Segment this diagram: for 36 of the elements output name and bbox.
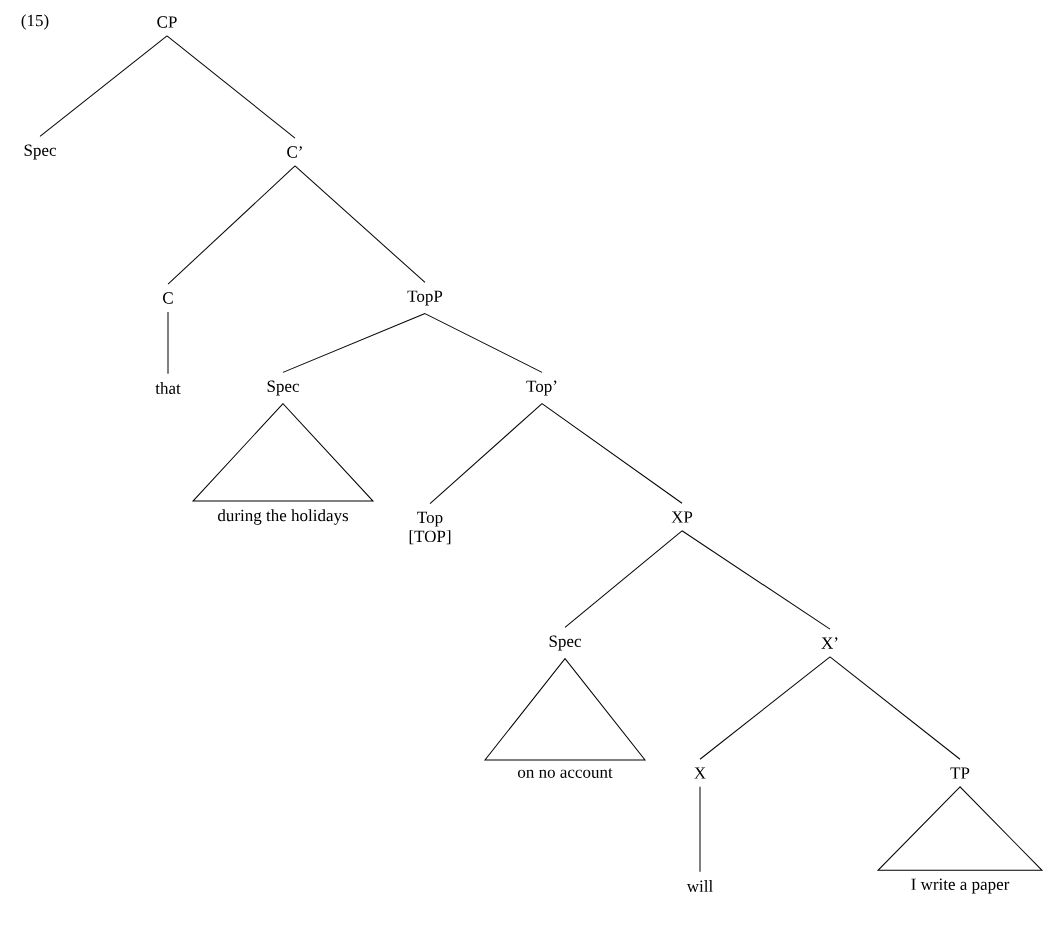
branch-line <box>167 165 296 285</box>
example-number: (15) <box>21 14 49 30</box>
branch-line <box>699 656 831 760</box>
branch-line <box>429 403 543 505</box>
branch-line <box>167 311 169 375</box>
branch-line <box>564 530 683 628</box>
branch-line <box>166 35 296 139</box>
branch-line <box>424 313 543 373</box>
tree-label: during the holidays <box>218 509 349 525</box>
branch-line <box>294 165 426 283</box>
branch-line <box>282 313 426 373</box>
branch-line <box>699 786 701 873</box>
tree-label: Spec <box>267 380 299 396</box>
tree-label: X <box>694 767 706 779</box>
tree-label: Spec <box>24 144 56 160</box>
tree-label: Top’ <box>526 380 557 396</box>
branch-line <box>681 530 831 630</box>
tree-label: C <box>163 292 173 304</box>
tree-label: on no account <box>517 768 613 778</box>
tree-label: X’ <box>821 637 838 649</box>
tree-label: Spec <box>549 635 581 651</box>
tree-label: XP <box>671 511 693 523</box>
tree-label: C’ <box>287 146 302 158</box>
tree-label: that <box>155 382 181 394</box>
tree-label: TP <box>950 767 970 779</box>
tree-label: CP <box>157 16 177 28</box>
triangle-branch <box>484 658 646 761</box>
triangle-branch <box>877 786 1043 871</box>
branch-line <box>39 35 168 137</box>
triangle-branch <box>192 403 374 502</box>
branch-line <box>829 656 961 760</box>
tree-label: I write a paper <box>911 878 1010 894</box>
branch-line <box>541 403 683 504</box>
tree-label: TopP <box>407 290 443 306</box>
tree-label: Top [TOP] <box>409 511 451 545</box>
tree-label: will <box>686 880 713 892</box>
